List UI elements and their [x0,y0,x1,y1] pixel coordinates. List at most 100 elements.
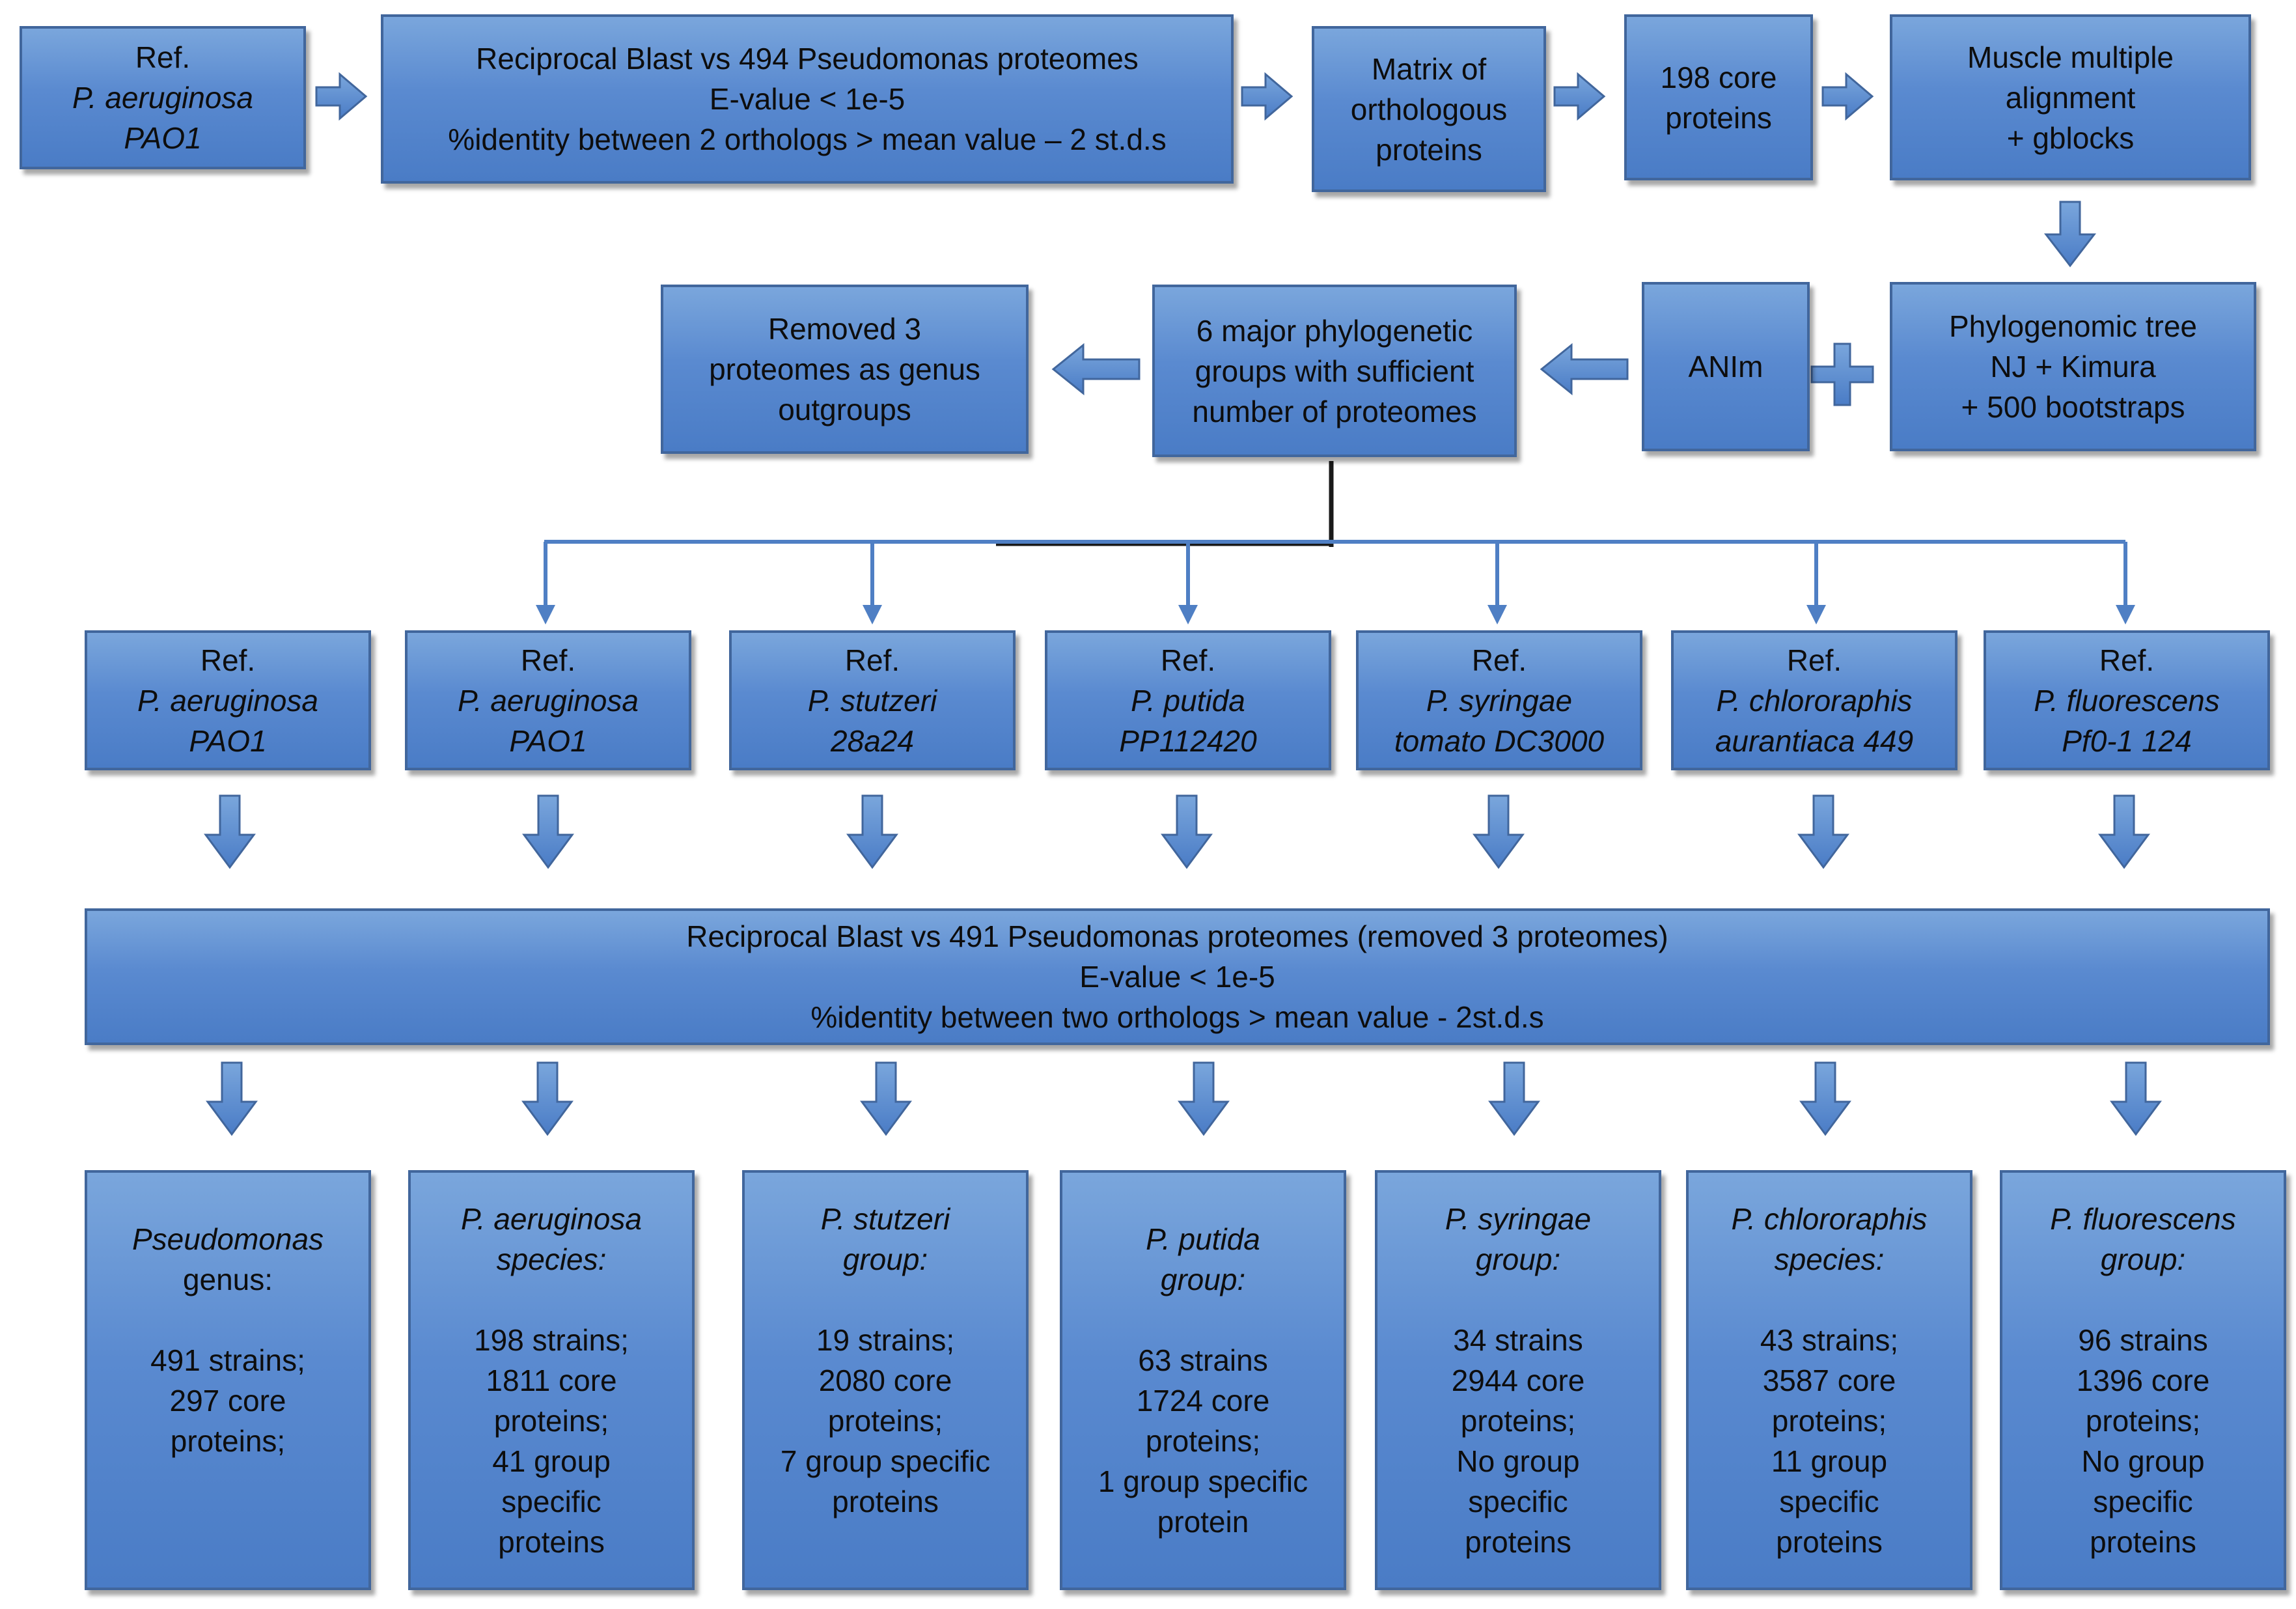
arrow-core-to-muscle [1821,72,1874,121]
result-line: 96 strains [2078,1322,2208,1357]
result-line: 297 core [169,1383,286,1418]
result-line: specific [2093,1484,2193,1518]
result-line: 43 strains; [1760,1322,1899,1357]
plus-icon [1810,343,1874,406]
groups-line-1: 6 major phylogenetic [1196,313,1473,348]
arrows-blast2-to-results [206,1061,2162,1136]
reference-box: Ref. P. aeruginosa PAO1 [405,630,691,770]
result-title-italic: P. syringae [1445,1201,1592,1236]
reference-label: Ref. [1786,643,1842,677]
muscle-line-1: Muscle multiple [1967,40,2174,74]
result-title-italic: P. putida [1146,1222,1260,1256]
result-line: 63 strains [1138,1343,1268,1377]
result-line: proteins; [1460,1403,1576,1438]
reference-species: P. aeruginosa [458,683,639,718]
reference-species: P. putida [1131,683,1245,718]
result-box: P. fluorescens group: 96 strains 1396 co… [2000,1170,2286,1590]
result-title-italic: Pseudomonas [131,1222,324,1256]
result-line: proteins; [170,1423,286,1458]
result-title-rest: species: [496,1242,607,1276]
reference-strain: PP112420 [1119,723,1257,758]
result-title-italic: P. aeruginosa [461,1201,642,1236]
result-line: specific [501,1484,602,1518]
reference-box: Ref. P. putida PP112420 [1045,630,1331,770]
muscle-line-2: alignment [2005,80,2136,115]
result-line: proteins; [827,1403,943,1438]
result-line: proteins [1465,1524,1571,1559]
reference-species: P. syringae [1426,683,1573,718]
reference-species: P. fluorescens [2034,683,2220,718]
tree-line-1: Phylogenomic tree [1949,309,2197,343]
result-line: 1811 core [486,1363,617,1397]
result-line: 19 strains; [816,1322,955,1357]
result-title-italic: P. fluorescens [2050,1201,2236,1236]
tree-line-2: NJ + Kimura [1990,350,2156,384]
result-line: 198 strains; [474,1322,629,1357]
blast-line-1: Reciprocal Blast vs 494 Pseudomonas prot… [476,42,1139,76]
result-line: 41 group [492,1444,611,1478]
result-line: proteins; [493,1403,609,1438]
result-title-rest: group: [1160,1262,1246,1296]
result-line: 2080 core [818,1363,952,1397]
result-box: P. putida group: 63 strains 1724 core pr… [1060,1170,1346,1590]
reference-box: Ref. P. fluorescens Pf0-1 124 [1984,630,2270,770]
reference-label: Ref. [520,643,576,677]
core-line-2: proteins [1665,100,1772,135]
result-line: proteins [498,1524,605,1559]
reference-strain: Pf0-1 124 [2062,723,2192,758]
ref-label: Ref. [135,40,191,74]
result-line: protein [1157,1504,1249,1539]
reference-strain: PAO1 [189,723,267,758]
arrow-ref-to-blast [315,72,368,121]
blast2-line-2: E-value < 1e-5 [1079,960,1275,994]
blast-line-2: E-value < 1e-5 [709,82,906,116]
result-line: proteins [1776,1524,1883,1559]
result-line: 491 strains; [150,1343,305,1377]
reference-strain: tomato DC3000 [1394,723,1605,758]
reference-box: Ref. P. aeruginosa PAO1 [85,630,371,770]
ref-strain: PAO1 [124,121,202,155]
result-title-rest: species: [1774,1242,1885,1276]
animl-box: ANIm [1642,282,1810,451]
arrows-refs-to-blast2 [204,794,2150,869]
removed-line-2: proteomes as genus [709,352,980,386]
result-line: 2944 core [1451,1363,1585,1397]
phylogenomic-tree-box: Phylogenomic tree NJ + Kimura + 500 boot… [1890,282,2256,451]
reference-label: Ref. [1160,643,1216,677]
core-line-1: 198 core [1660,60,1777,94]
result-title-rest: group: [2100,1242,2186,1276]
reference-box: Ref. P. syringae tomato DC3000 [1356,630,1642,770]
result-title-italic: P. stutzeri [820,1201,950,1236]
removed-line-1: Removed 3 [768,312,922,346]
result-title-rest: group: [1475,1242,1561,1276]
reference-strain: PAO1 [509,723,587,758]
blast-line-3: %identity between 2 orthologs > mean val… [448,122,1167,156]
arrow-matrix-to-core [1553,72,1606,121]
arrow-muscle-to-tree [2043,201,2097,268]
reference-label: Ref. [200,643,256,677]
reference-label: Ref. [2099,643,2155,677]
ortholog-matrix-box: Matrix of orthologous proteins [1312,26,1546,192]
blast2-line-1: Reciprocal Blast vs 491 Pseudomonas prot… [686,919,1668,953]
phylogenetic-groups-box: 6 major phylogenetic groups with suffici… [1152,285,1517,457]
reference-species: P. stutzeri [807,683,937,718]
matrix-line-2: orthologous [1350,92,1508,126]
ref-box-top: Ref. P. aeruginosa PAO1 [20,26,306,169]
result-line: 34 strains [1453,1322,1583,1357]
result-box: P. stutzeri group: 19 strains; 2080 core… [742,1170,1029,1590]
reciprocal-blast-box: Reciprocal Blast vs 494 Pseudomonas prot… [381,14,1234,184]
result-line: proteins; [1771,1403,1887,1438]
result-title-italic: P. chlororaphis [1731,1201,1928,1236]
result-line: 1724 core [1136,1383,1270,1418]
tree-line-3: + 500 bootstraps [1961,390,2185,424]
reference-strain: 28a24 [831,723,914,758]
reference-species: P. chlororaphis [1716,683,1913,718]
reference-box: Ref. P. stutzeri 28a24 [729,630,1016,770]
result-line: specific [1468,1484,1568,1518]
arrow-blast-to-matrix [1241,72,1293,121]
animl-label: ANIm [1688,350,1763,384]
muscle-line-3: + gblocks [2006,120,2135,155]
tree-drops [536,542,2135,624]
result-line: 1396 core [2076,1363,2210,1397]
